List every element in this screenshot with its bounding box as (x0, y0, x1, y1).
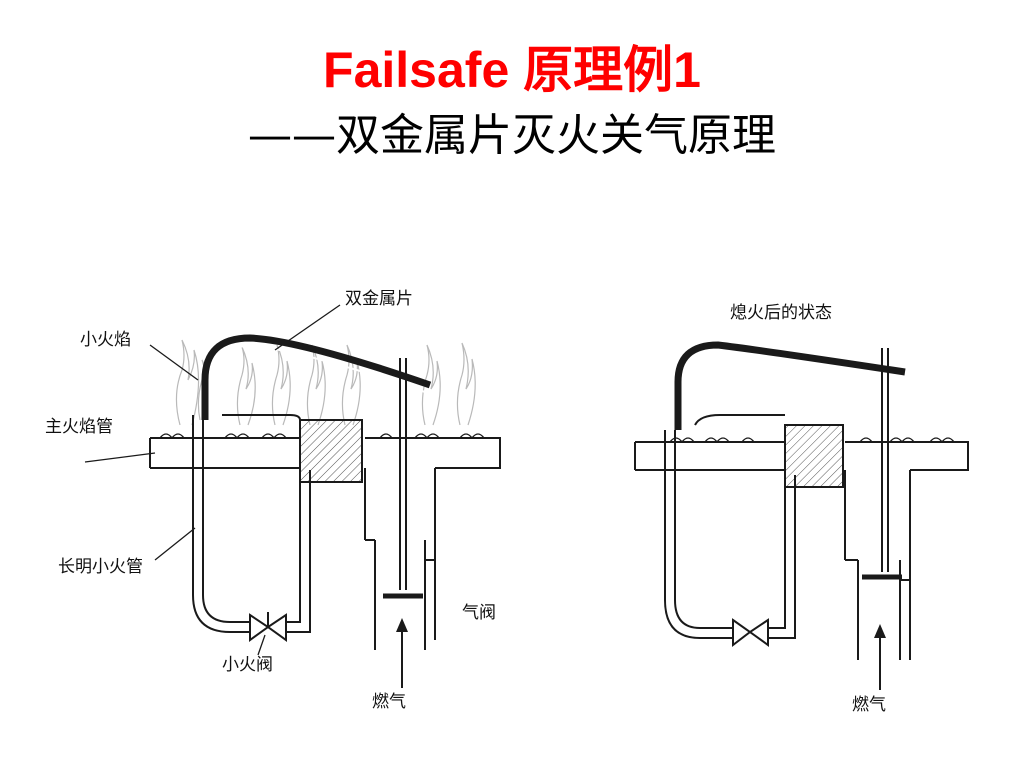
label-pilot-tube: 长明小火管 (58, 557, 143, 577)
label-pilot-valve: 小火阀 (222, 655, 273, 675)
right-diagram: 熄火后的状态 燃气 (634, 303, 969, 715)
gas-valve-stem (383, 358, 423, 599)
bimetal-strip (201, 334, 432, 421)
bimetal-strip-right (674, 341, 906, 430)
pilot-tube (192, 415, 311, 642)
slide-title: Failsafe 原理例1 (323, 42, 701, 98)
label-main-burner: 主火焰管 (45, 417, 113, 437)
slide-title-block: Failsafe 原理例1 ——双金属片灭火关气原理 (0, 34, 1024, 168)
slide-subtitle: ——双金属片灭火关气原理 (248, 110, 776, 161)
label-state-after: 熄火后的状态 (730, 303, 832, 323)
label-gas-in-left: 燃气 (372, 692, 406, 712)
leader-lines (84, 304, 341, 656)
main-burner-tube-right (634, 424, 969, 660)
label-gas-valve: 气阀 (462, 603, 496, 623)
label-gas-in-right: 燃气 (852, 695, 886, 715)
left-diagram: 双金属片 小火焰 主火焰管 长明小火管 小火阀 气阀 燃气 (45, 289, 501, 712)
gas-inlet-arrow-right (874, 624, 886, 690)
pilot-tube-right (664, 430, 796, 648)
gas-inlet-arrow (396, 618, 408, 688)
label-bimetal: 双金属片 (345, 289, 413, 309)
gas-valve-stem-right (862, 348, 902, 580)
label-pilot-flame: 小火焰 (80, 330, 131, 350)
